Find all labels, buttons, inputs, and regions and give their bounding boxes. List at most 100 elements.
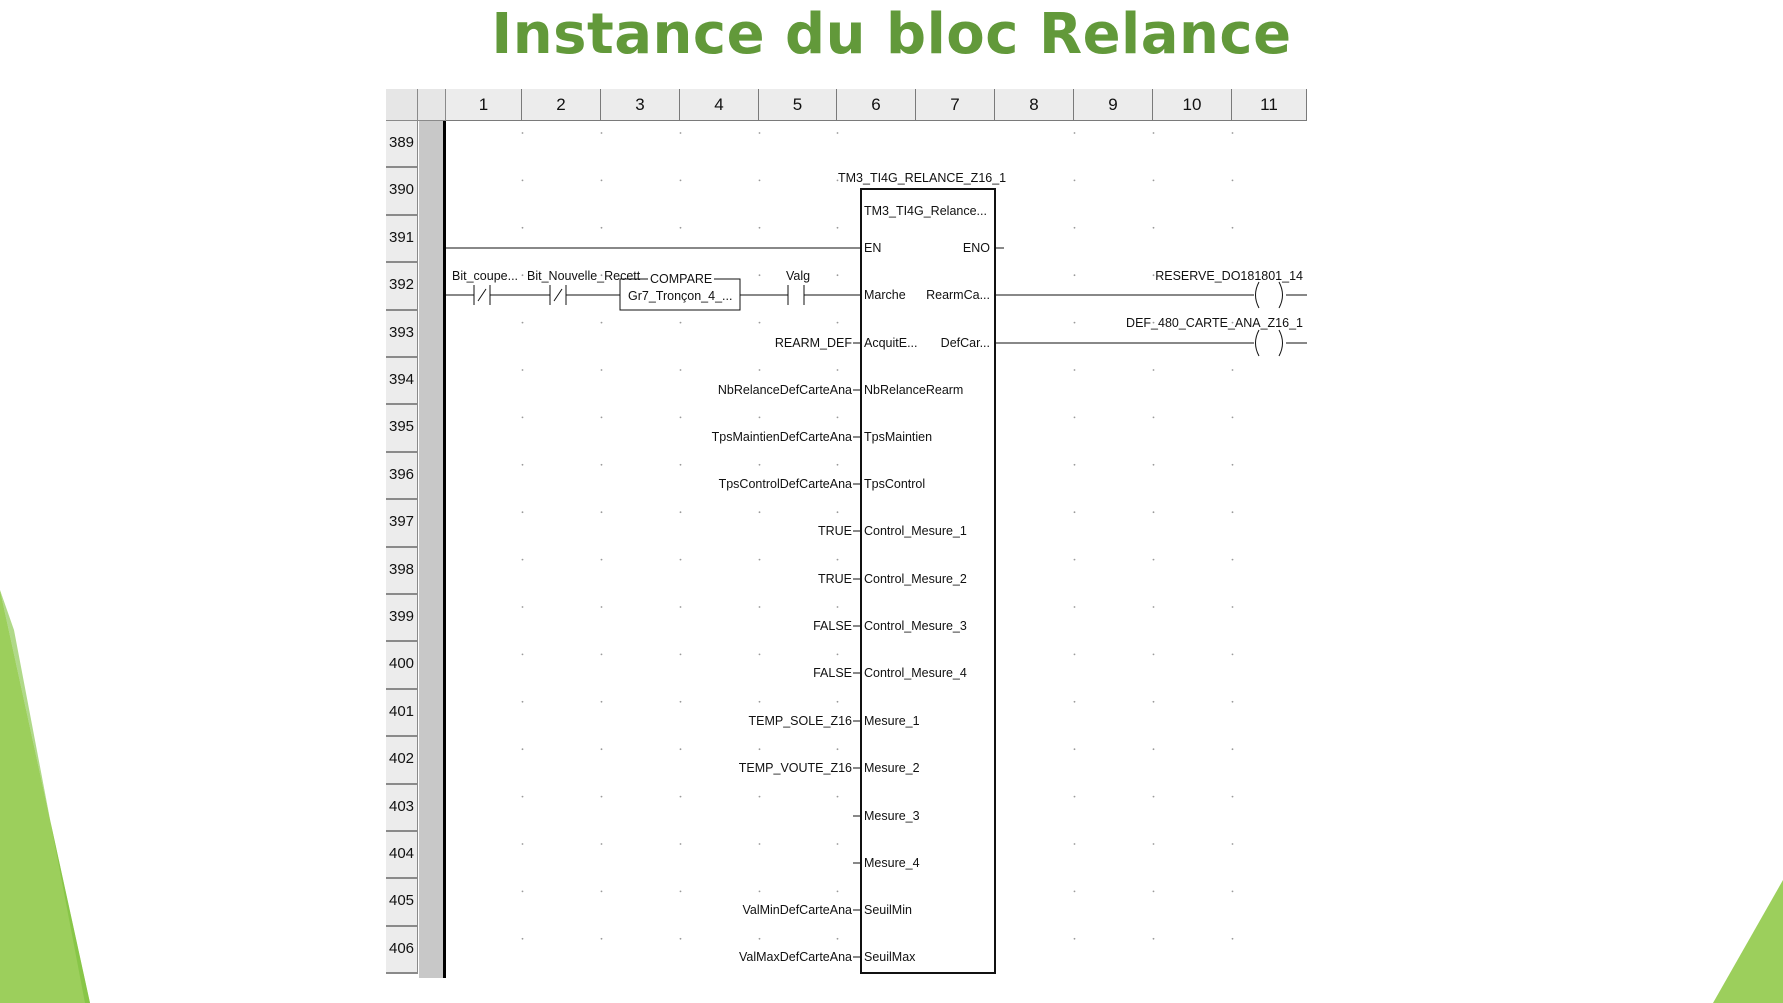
row-header[interactable]: 394 (386, 358, 418, 406)
column-header[interactable]: 11 (1232, 89, 1307, 121)
column-header[interactable]: 9 (1074, 89, 1153, 121)
grid-dot (1152, 416, 1155, 419)
input-variable[interactable]: FALSE (813, 619, 852, 633)
grid-dot (679, 511, 682, 514)
grid-dot (1073, 700, 1076, 703)
grid-dot (600, 937, 603, 940)
input-variable[interactable]: TEMP_VOUTE_Z16 (738, 761, 852, 775)
input-pin: EN (864, 241, 882, 255)
column-header[interactable]: 4 (680, 89, 759, 121)
grid-dot (1073, 274, 1076, 277)
grid-dot (1231, 937, 1234, 940)
column-header[interactable]: 1 (446, 89, 522, 121)
input-variable[interactable]: FALSE (813, 666, 852, 680)
column-header[interactable]: 8 (995, 89, 1074, 121)
output-pin-rearmca: RearmCa... (926, 288, 990, 302)
decorative-triangle-right (1713, 880, 1783, 1003)
grid-dot (521, 274, 524, 277)
input-pin: Mesure_2 (864, 761, 920, 775)
grid-dot (600, 748, 603, 751)
input-variable[interactable]: TEMP_SOLE_Z16 (748, 714, 852, 728)
grid-dot (521, 132, 524, 134)
grid-dot (1152, 132, 1155, 134)
grid-dot (836, 179, 839, 182)
row-header[interactable]: 401 (386, 689, 418, 738)
row-header[interactable]: 395 (386, 405, 418, 453)
grid-dot (1073, 511, 1076, 514)
grid-dot (521, 321, 524, 324)
column-header[interactable]: 6 (837, 89, 916, 121)
grid-dot (1231, 132, 1234, 134)
grid-dot (1231, 748, 1234, 751)
input-variable[interactable]: ValMaxDefCarteAna (738, 950, 852, 964)
input-variable[interactable]: TpsControlDefCarteAna (718, 477, 852, 491)
input-variable[interactable]: REARM_DEF (774, 336, 852, 350)
grid-dot (836, 132, 839, 134)
grid-dot (1152, 369, 1155, 371)
coil-1-label: RESERVE_DO181801_14 (1155, 269, 1303, 283)
row-header[interactable]: 400 (386, 642, 418, 690)
row-header[interactable]: 389 (386, 121, 418, 169)
row-header[interactable]: 402 (386, 737, 418, 785)
grid-dot (758, 274, 761, 277)
grid-dot (600, 321, 603, 324)
function-block-relance[interactable] (860, 188, 996, 974)
input-variable[interactable]: TpsMaintienDefCarteAna (711, 430, 852, 444)
grid-dot (758, 369, 761, 371)
slide-title: Instance du bloc Relance (491, 2, 1292, 67)
grid-dot (521, 843, 524, 845)
grid-dot (758, 700, 761, 703)
input-pin: Mesure_3 (864, 809, 920, 823)
input-variable[interactable]: TRUE (817, 572, 852, 586)
row-header[interactable]: 391 (386, 215, 418, 264)
row-header[interactable]: 396 (386, 452, 418, 501)
grid-dot (679, 369, 682, 371)
coil-1[interactable] (1255, 281, 1283, 309)
grid-dot (836, 369, 839, 371)
column-header[interactable]: 3 (601, 89, 680, 121)
column-header[interactable]: 5 (759, 89, 837, 121)
grid-dot (1231, 416, 1234, 419)
grid-dot (600, 700, 603, 703)
grid-dot (1073, 653, 1076, 656)
ladder-network[interactable] (386, 89, 1307, 978)
column-header[interactable]: 2 (522, 89, 601, 121)
grid-dot (1152, 226, 1155, 229)
grid-dot (758, 795, 761, 798)
grid-dot (600, 606, 603, 608)
contact-nc-2[interactable] (549, 285, 567, 305)
contact-nc-1[interactable] (473, 285, 491, 305)
row-header[interactable]: 397 (386, 500, 418, 548)
grid-dot (836, 463, 839, 466)
grid-dot (679, 937, 682, 940)
row-header[interactable]: 398 (386, 547, 418, 595)
row-header[interactable]: 403 (386, 784, 418, 832)
row-header[interactable]: 392 (386, 263, 418, 311)
grid-dot (521, 416, 524, 419)
input-variable[interactable]: NbRelanceDefCarteAna (717, 383, 852, 397)
row-header[interactable]: 399 (386, 595, 418, 643)
compare-expression: Gr7_Tronçon_4_... (628, 289, 733, 303)
row-header[interactable]: 405 (386, 879, 418, 927)
row-header[interactable]: 404 (386, 832, 418, 880)
grid-dot (521, 700, 524, 703)
row-header[interactable]: 390 (386, 168, 418, 216)
contact-no-valg[interactable] (787, 285, 805, 305)
row-header[interactable]: 393 (386, 310, 418, 358)
grid-dot (1073, 795, 1076, 798)
column-header[interactable]: 10 (1153, 89, 1232, 121)
input-variable[interactable]: ValMinDefCarteAna (742, 903, 852, 917)
row-header[interactable]: 406 (386, 926, 418, 975)
grid-dot (1073, 463, 1076, 466)
grid-dot (1152, 937, 1155, 940)
coil-2[interactable] (1255, 329, 1283, 357)
grid-dot (679, 463, 682, 466)
contact-3-label: Valg (786, 269, 811, 283)
input-variable[interactable]: TRUE (817, 524, 852, 538)
grid-dot (1152, 511, 1155, 514)
grid-dot (1073, 558, 1076, 561)
grid-dot (600, 416, 603, 419)
column-header[interactable]: 7 (916, 89, 995, 121)
